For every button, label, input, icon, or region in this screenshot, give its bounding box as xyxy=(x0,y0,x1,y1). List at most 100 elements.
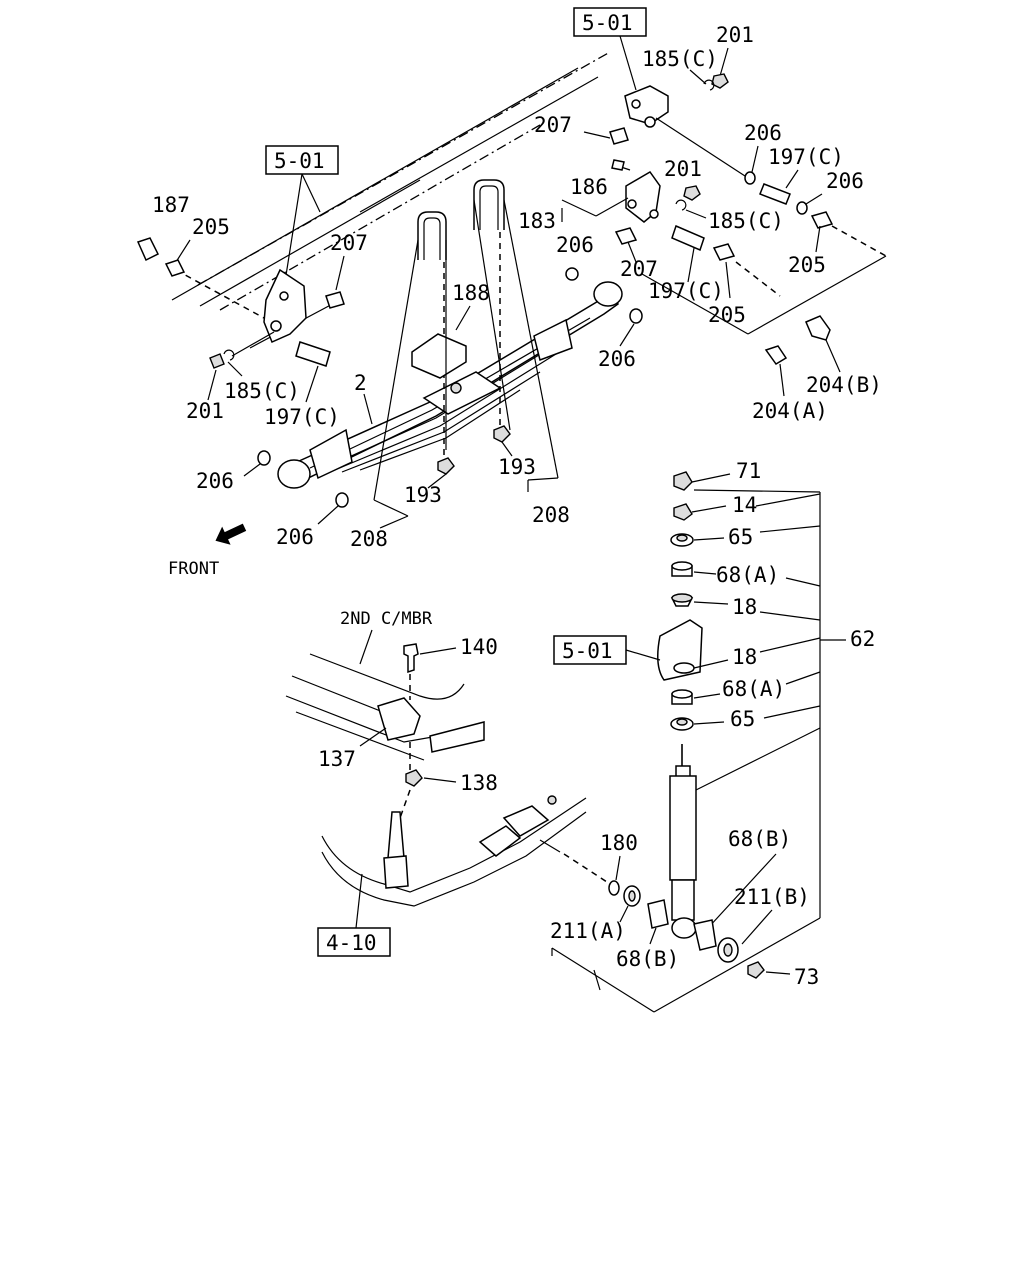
part-number-n205-left: 205 xyxy=(192,215,230,239)
callout-201-left: 201 xyxy=(186,353,225,423)
part-number-n204b: 204(B) xyxy=(806,373,882,397)
part-number-n68a-b: 68(A) xyxy=(722,677,785,701)
ref-box-5-01-top[interactable]: 5-01 xyxy=(573,7,647,37)
part-number-n62: 62 xyxy=(850,627,875,651)
callout-204b: 204(B) xyxy=(805,315,882,397)
ref-box-5-01-shock[interactable]: 5-01 xyxy=(553,635,627,665)
part-number-n68b-b: 68(B) xyxy=(616,947,679,971)
callout-193-a: 193 xyxy=(404,457,455,507)
leaf-spring xyxy=(277,281,623,489)
part-205-right-top: 205 xyxy=(788,211,834,277)
callout-14: 14 xyxy=(673,493,757,521)
callout-206-e: 206 xyxy=(196,450,271,493)
part-number-n206-d: 206 xyxy=(598,347,636,371)
front-hanger-bracket xyxy=(263,268,307,344)
bottom-group-bracket xyxy=(551,917,821,1013)
part-number-n138: 138 xyxy=(460,771,498,795)
callout-197c-left: 197(C) xyxy=(264,341,340,429)
callout-211b: 211(B) xyxy=(717,885,810,963)
callout-187: 187 xyxy=(136,193,190,262)
callout-185c-top: 185(C) xyxy=(642,47,718,91)
callout-180: 180 xyxy=(600,831,638,896)
part-number-3: 4-10 xyxy=(326,931,377,955)
part-number-n18-a: 18 xyxy=(732,595,757,619)
frame-rail xyxy=(171,51,611,349)
callout-18-a: 18 xyxy=(670,593,757,619)
part-number-n208-a: 208 xyxy=(350,527,388,551)
callout-138: 138 xyxy=(399,742,498,819)
callout-140: 140 xyxy=(403,635,498,700)
part-number-n18-b: 18 xyxy=(732,645,757,669)
callout-186: 186 xyxy=(561,175,629,217)
part-number-n68b-a: 68(B) xyxy=(728,827,791,851)
callout-208-a: 208 xyxy=(350,239,447,551)
callout-206-b: 206 xyxy=(796,169,864,215)
ref-box-4-10[interactable]: 4-10 xyxy=(317,927,391,957)
part-number-front: FRONT xyxy=(168,559,219,579)
part-number-n193-a: 193 xyxy=(404,483,442,507)
callout-68b-b: 68(B) xyxy=(616,899,679,971)
callout-65-a: 65 xyxy=(670,525,753,549)
part-number-n137: 137 xyxy=(318,747,356,771)
callout-68a-a: 68(A) xyxy=(671,561,779,587)
part-number-n68a-a: 68(A) xyxy=(716,563,779,587)
part-number-n186: 186 xyxy=(570,175,608,199)
part-number-n207-top: 207 xyxy=(534,113,572,137)
part-number-2: 5-01 xyxy=(562,639,613,663)
callout-197c-a: 197(C) xyxy=(759,145,844,205)
part-number-n185c-left: 185(C) xyxy=(224,379,300,403)
callout-207-top: 207 xyxy=(534,113,629,145)
callout-205-left: 205 xyxy=(164,215,230,277)
part-number-n206-b: 206 xyxy=(826,169,864,193)
part-number-n206-c: 206 xyxy=(556,233,594,257)
callout-62: 62 xyxy=(693,489,875,918)
part-number-1: 5-01 xyxy=(274,149,325,173)
rear-hanger-bracket xyxy=(624,85,669,128)
part-number-n185c-mid: 185(C) xyxy=(708,209,784,233)
part-number-n140: 140 xyxy=(460,635,498,659)
part-number-n65-a: 65 xyxy=(728,525,753,549)
part-number-n206-e: 206 xyxy=(196,469,234,493)
shock-mount-bracket xyxy=(657,619,703,681)
part-number-crossmember: 2ND C/MBR xyxy=(340,609,433,629)
part-number-n207-left: 207 xyxy=(330,231,368,255)
callout-185c-left: 185(C) xyxy=(223,331,300,403)
callout-206-c: 206 xyxy=(556,233,594,281)
part-number-n201-top: 201 xyxy=(716,23,754,47)
part-number-n183: 183 xyxy=(518,209,556,233)
u-bolt-right xyxy=(473,179,505,430)
callout-201-mid: 201 xyxy=(664,157,702,201)
callout-18-b: 18 xyxy=(693,645,757,669)
part-number-n206-a: 206 xyxy=(744,121,782,145)
part-number-n207-mid: 207 xyxy=(620,257,658,281)
callout-185c-mid: 185(C) xyxy=(675,199,784,233)
callout-193-b: 193 xyxy=(493,425,536,479)
crossmember xyxy=(285,653,485,761)
crossmember-callout: 2ND C/MBR xyxy=(340,609,433,665)
part-number-n193-b: 193 xyxy=(498,455,536,479)
part-number-n211b: 211(B) xyxy=(734,885,810,909)
part-number-n71: 71 xyxy=(736,459,761,483)
callout-206-d: 206 xyxy=(598,308,643,371)
callout-201-top: 201 xyxy=(711,23,754,89)
callout-68a-b: 68(A) xyxy=(671,677,785,705)
ref-box-5-01-left[interactable]: 5-01 xyxy=(265,145,339,175)
callout-207-left: 207 xyxy=(325,231,368,309)
callout-183: 183 xyxy=(518,208,563,233)
part-number-n206-f: 206 xyxy=(276,525,314,549)
part-number-n208-b: 208 xyxy=(532,503,570,527)
shock-absorber-body xyxy=(669,744,697,939)
callout-208-b: 208 xyxy=(473,199,570,527)
part-number-n14: 14 xyxy=(732,493,757,517)
callout-207-mid: 207 xyxy=(614,227,658,281)
stabilizer-bar xyxy=(321,795,611,907)
callout-197c-b: 197(C) xyxy=(648,224,724,303)
front-direction-arrow: FRONT xyxy=(168,523,247,579)
callout-206-a: 206 xyxy=(744,121,782,185)
part-number-n185c-top: 185(C) xyxy=(642,47,718,71)
shackle-assembly xyxy=(611,159,661,223)
callout-137: 137 xyxy=(318,727,387,771)
part-number-n180: 180 xyxy=(600,831,638,855)
